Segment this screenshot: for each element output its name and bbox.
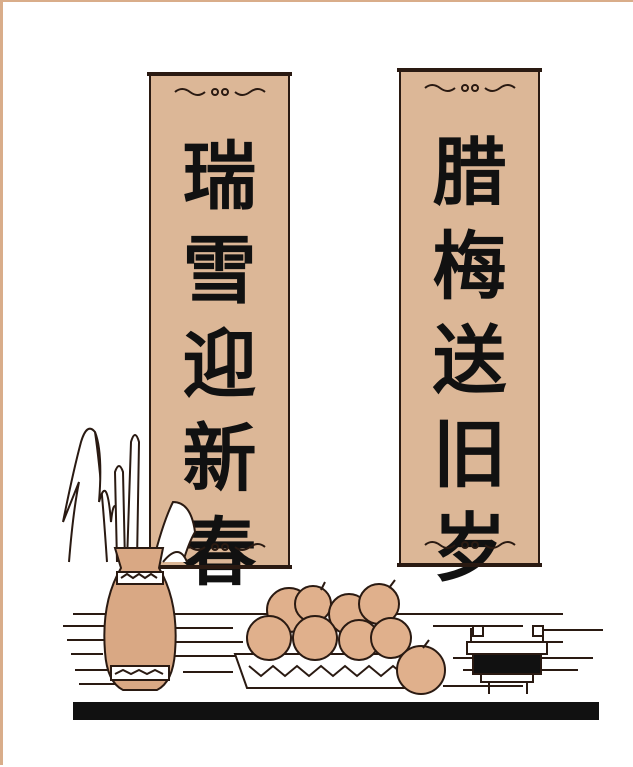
couplet-character: 梅 [432, 224, 507, 310]
couplet-character: 腊 [432, 130, 507, 216]
scroll-bottom-bar [397, 563, 542, 567]
couplet-character: 春 [182, 510, 257, 596]
right-couplet-text: 腊 梅 送 旧 岁 [401, 126, 538, 596]
scroll-ornament-top [151, 84, 288, 100]
left-couplet-text: 瑞 雪 迎 新 春 [151, 130, 288, 600]
couplet-character: 岁 [432, 506, 507, 592]
ornament-icon [423, 84, 516, 92]
still-life-scene [62, 427, 603, 720]
vase [103, 547, 177, 691]
couplet-character: 迎 [182, 322, 257, 408]
scroll-top-bar [397, 68, 542, 72]
couplet-character: 送 [432, 318, 507, 404]
couplet-character: 瑞 [182, 134, 257, 220]
brush-bundle [62, 427, 197, 563]
couplet-character: 旧 [432, 412, 507, 498]
scroll-top-bar [147, 72, 292, 76]
fruit-pile [246, 579, 446, 695]
scroll-bottom-bar [147, 565, 292, 569]
couplet-character: 雪 [182, 228, 257, 314]
table-edge [73, 702, 599, 720]
couplet-character: 新 [182, 416, 257, 502]
incense-burner [466, 625, 548, 694]
scroll-ornament-top [401, 80, 538, 96]
ornament-icon [173, 88, 266, 96]
scroll-ornament-bottom [401, 537, 538, 553]
right-couplet-scroll: 腊 梅 送 旧 岁 [397, 68, 542, 592]
ornament-icon [423, 541, 516, 549]
left-couplet-scroll: 瑞 雪 迎 新 春 [147, 72, 292, 596]
